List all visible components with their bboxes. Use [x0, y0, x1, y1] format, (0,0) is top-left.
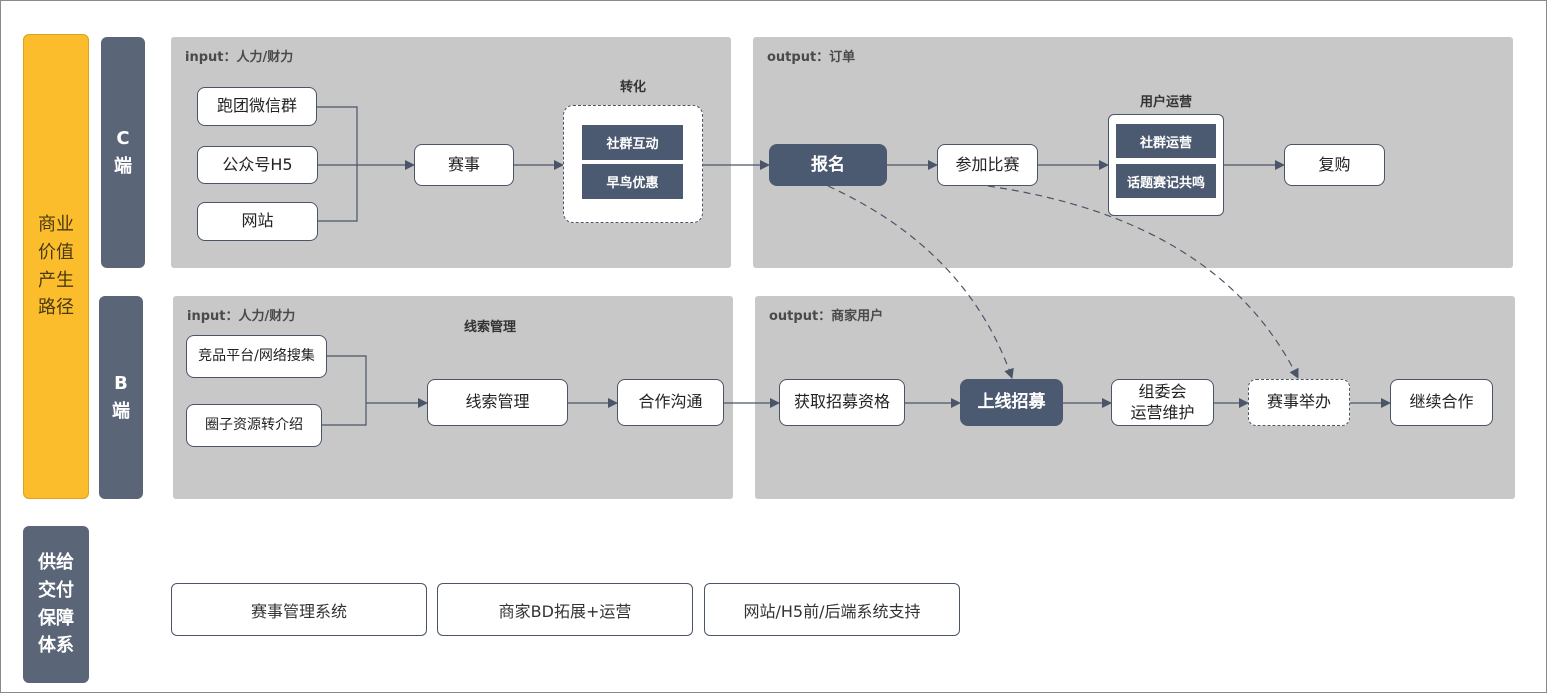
community-ops-chip: 社群运营 — [1116, 124, 1216, 158]
repurchase-node: 复购 — [1284, 144, 1385, 186]
c-end-label: C 端 — [101, 37, 145, 268]
merchant-bd-expansion-ops: 商家BD拓展+运营 — [437, 583, 693, 636]
community-interaction-chip: 社群互动 — [582, 125, 683, 160]
committee-ops-node: 组委会 运营维护 — [1111, 379, 1214, 426]
source-competitor-web-search: 竞品平台/网络搜集 — [186, 335, 327, 378]
source-website: 网站 — [197, 202, 318, 241]
event-hosting-node: 赛事举办 — [1248, 379, 1350, 426]
business-value-path-label: 商业 价值 产生 路径 — [23, 34, 89, 499]
signup-node: 报名 — [769, 144, 887, 186]
web-h5-system-support: 网站/H5前/后端系统支持 — [704, 583, 960, 636]
lead-management-node: 线索管理 — [427, 379, 568, 426]
topic-race-resonance-chip: 话题赛记共鸣 — [1116, 164, 1216, 198]
conversion-title: 转化 — [619, 80, 646, 95]
continue-cooperation-node: 继续合作 — [1390, 379, 1493, 426]
lead-management-title: 线索管理 — [463, 320, 516, 335]
c-output-label: output：订单 — [767, 50, 856, 65]
early-bird-discount-chip: 早鸟优惠 — [582, 164, 683, 199]
cooperation-communication-node: 合作沟通 — [617, 379, 724, 426]
dashed-signup-to-recruit — [827, 185, 1014, 379]
c-sources-bracket — [317, 106, 358, 222]
c-input-label: input：人力/财力 — [185, 50, 294, 65]
event-node: 赛事 — [414, 144, 514, 186]
b-end-label: B 端 — [99, 296, 143, 499]
b-sources-bracket — [322, 355, 367, 426]
source-official-account-h5: 公众号H5 — [197, 146, 318, 184]
online-recruitment-node: 上线招募 — [960, 379, 1063, 426]
source-running-wechat-group: 跑团微信群 — [197, 87, 317, 126]
source-circle-referral: 圈子资源转介绍 — [186, 404, 322, 447]
dashed-join-to-hosting — [987, 185, 1299, 379]
join-race-node: 参加比赛 — [937, 144, 1038, 186]
event-management-system: 赛事管理系统 — [171, 583, 427, 636]
b-input-label: input：人力/财力 — [187, 309, 296, 324]
user-ops-title: 用户运营 — [1139, 95, 1192, 110]
b-output-label: output：商家用户 — [769, 309, 884, 324]
obtain-recruit-qualification-node: 获取招募资格 — [779, 379, 905, 426]
supply-delivery-label: 供给 交付 保障 体系 — [23, 526, 89, 683]
